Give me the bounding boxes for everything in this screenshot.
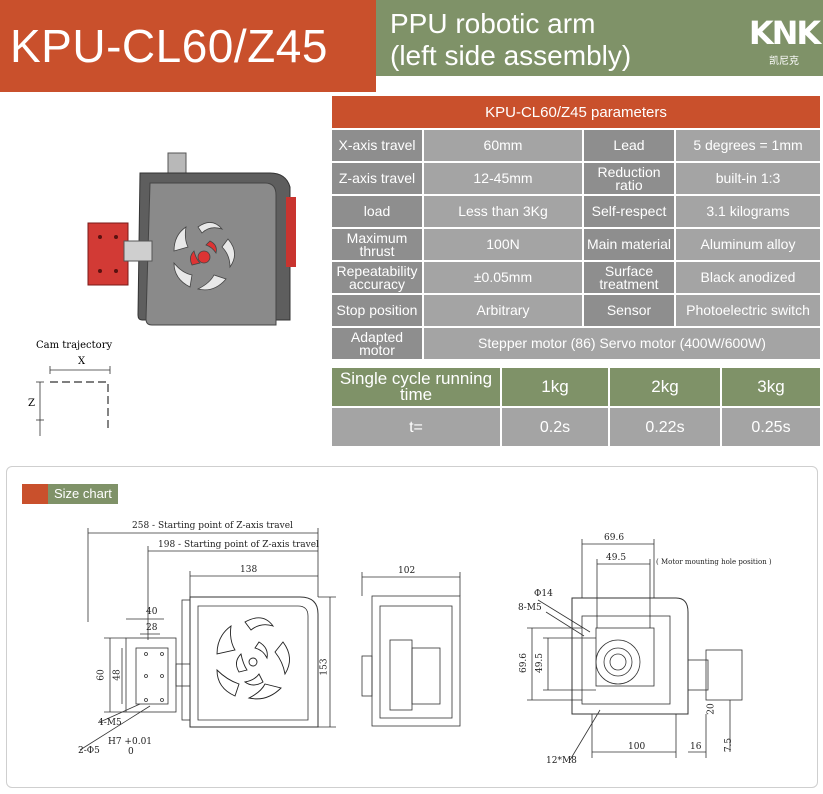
param-value-1-2: built-in 1:3 xyxy=(676,163,820,194)
title-banner: PPU robotic arm (left side assembly) xyxy=(376,0,823,76)
dim-153: 153 xyxy=(319,658,330,676)
param-value-3-1: 100N xyxy=(424,229,582,260)
dim-16: 16 xyxy=(690,742,702,752)
dim-49-5-side: 49.5 xyxy=(535,652,546,674)
size-chart-header: Size chart xyxy=(22,484,118,504)
dim-69-6-side: 69.6 xyxy=(519,652,530,674)
param-label-3-2: Main material xyxy=(584,229,674,260)
logo-mark: KNK xyxy=(748,14,821,52)
dim-4-m5: 4-M5 xyxy=(98,718,122,728)
cycle-load-1: 2kg xyxy=(610,368,720,406)
cycle-time-0: 0.2s xyxy=(502,408,608,446)
param-label-4-1: Repeatability accuracy xyxy=(332,262,422,293)
title-line-1: PPU robotic arm xyxy=(390,8,596,39)
param-label-2-1: load xyxy=(332,196,422,227)
param-label-1-1: Z-axis travel xyxy=(332,163,422,194)
cycle-time-2: 0.25s xyxy=(722,408,820,446)
size-chart-frame xyxy=(6,466,818,788)
dim-tolerance: H7 +0.01 xyxy=(108,737,153,747)
dim-102: 102 xyxy=(398,566,416,576)
dim-phi14: Φ14 xyxy=(534,589,553,599)
param-value-5-1: Arbitrary xyxy=(424,295,582,326)
param-value-4-2: Black anodized xyxy=(676,262,820,293)
dim-69-6-top: 69.6 xyxy=(604,533,625,543)
param-label-2-2: Self-respect xyxy=(584,196,674,227)
param-label-motor: Adapted motor xyxy=(332,328,422,359)
param-value-2-1: Less than 3Kg xyxy=(424,196,582,227)
cam-trajectory-title: Cam trajectory xyxy=(36,340,113,351)
params-table-title: KPU-CL60/Z45 parameters xyxy=(332,96,820,128)
param-value-3-2: Aluminum alloy xyxy=(676,229,820,260)
param-value-0-2: 5 degrees = 1mm xyxy=(676,130,820,161)
model-banner: KPU-CL60/Z45 xyxy=(0,0,376,92)
param-label-0-1: X-axis travel xyxy=(332,130,422,161)
size-chart-marker xyxy=(22,484,48,504)
param-label-5-2: Sensor xyxy=(584,295,674,326)
dim-40: 40 xyxy=(146,607,158,617)
brand-logo: KNK 凯尼克 xyxy=(745,14,823,70)
cycle-load-2: 3kg xyxy=(722,368,820,406)
cycle-load-0: 1kg xyxy=(502,368,608,406)
trajectory-x-label: X xyxy=(78,356,86,367)
param-value-0-1: 60mm xyxy=(424,130,582,161)
cycle-time-1: 0.22s xyxy=(610,408,720,446)
dim-2-phi5: 2-Φ5 xyxy=(78,746,100,756)
param-value-4-1: ±0.05mm xyxy=(424,262,582,293)
param-label-1-2: Reduction ratio xyxy=(584,163,674,194)
cam-trajectory-diagram xyxy=(36,366,111,436)
trajectory-z-label: Z xyxy=(28,398,35,409)
title-line-2: (left side assembly) xyxy=(390,40,632,71)
model-title: KPU-CL60/Z45 xyxy=(10,20,328,72)
cycle-t-label: t= xyxy=(332,408,500,446)
cycle-header: Single cycle running time xyxy=(332,368,500,406)
dim-tolerance-zero: 0 xyxy=(128,747,134,757)
dim-138: 138 xyxy=(240,565,258,575)
param-label-3-1: Maximum thrust xyxy=(332,229,422,260)
param-value-1-1: 12-45mm xyxy=(424,163,582,194)
param-label-0-2: Lead xyxy=(584,130,674,161)
dim-258: 258 - Starting point of Z-axis travel xyxy=(132,521,293,531)
dim-60: 60 xyxy=(96,669,107,681)
dim-198: 198 - Starting point of Z-axis travel xyxy=(158,540,319,550)
param-value-5-2: Photoelectric switch xyxy=(676,295,820,326)
size-chart-label: Size chart xyxy=(48,484,118,504)
logo-subtext: 凯尼克 xyxy=(769,56,799,67)
dim-8-m5: 8-M5 xyxy=(518,603,542,613)
dim-28: 28 xyxy=(146,623,158,633)
dim-12-m8: 12*M8 xyxy=(546,756,577,766)
dim-100: 100 xyxy=(628,742,646,752)
dim-20: 20 xyxy=(706,703,717,715)
dim-49-5-top: 49.5 xyxy=(606,553,627,563)
param-value-2-2: 3.1 kilograms xyxy=(676,196,820,227)
dim-motor-hole-note: ( Motor mounting hole position ) xyxy=(656,558,772,566)
param-label-4-2: Surface treatment xyxy=(584,262,674,293)
param-value-motor: Stepper motor (86) Servo motor (400W/600… xyxy=(424,328,820,359)
dim-7-5: 7.5 xyxy=(724,737,735,753)
product-render-image xyxy=(87,152,296,326)
param-label-5-1: Stop position xyxy=(332,295,422,326)
dim-48: 48 xyxy=(112,669,123,681)
